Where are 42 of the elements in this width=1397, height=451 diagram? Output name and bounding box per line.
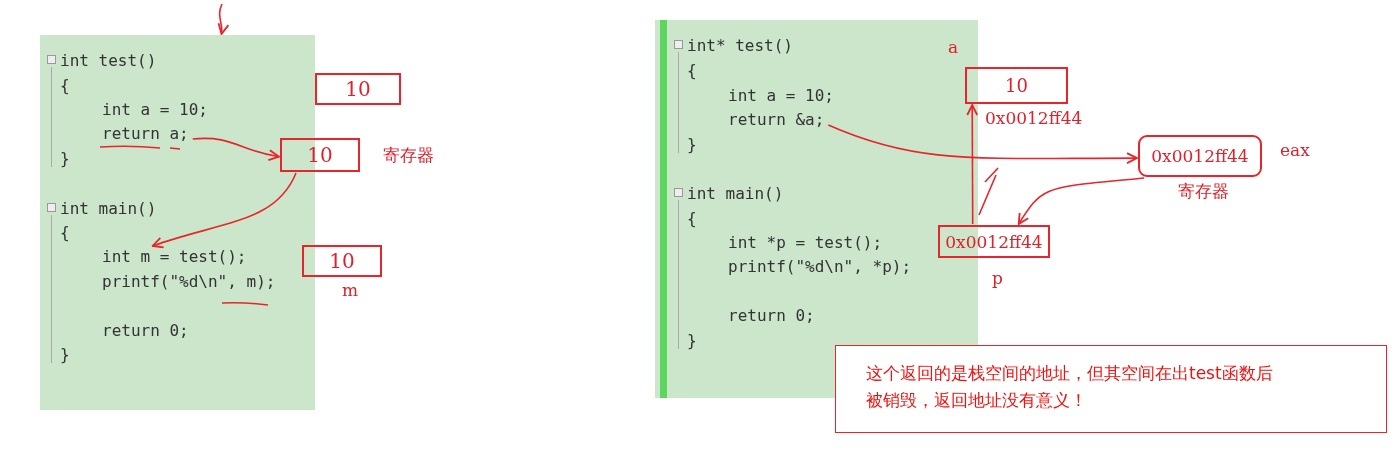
note-box: 这个返回的是栈空间的地址，但其空间在出test函数后被销毁，返回地址没有意义！ [835, 345, 1387, 433]
box-label: eax [1280, 140, 1310, 160]
code-line: { [687, 209, 697, 229]
code-line: int* test() [687, 36, 793, 56]
box-label: 寄存器 [1178, 180, 1229, 203]
box-label: p [992, 268, 1003, 288]
code-line: } [687, 135, 697, 155]
code-line: int m = test(); [102, 247, 247, 267]
code-line: int a = 10; [102, 100, 208, 120]
code-line: printf("%d\n", *p); [728, 257, 912, 277]
arrow [151, 172, 297, 249]
code-line: } [60, 149, 70, 169]
register-box: 0x0012ff44 [1138, 135, 1262, 177]
code-line: int a = 10; [728, 86, 834, 106]
code-line: int main() [60, 199, 157, 219]
code-line: } [60, 345, 70, 365]
code-line: { [687, 61, 697, 81]
code-line: return a; [102, 124, 189, 144]
value-box: 10 [302, 245, 382, 277]
code-line: return &a; [728, 110, 825, 130]
code-line: { [60, 76, 70, 96]
arrow [191, 137, 280, 161]
code-line: int test() [60, 51, 157, 71]
arrow [216, 3, 229, 35]
code-line: return 0; [728, 306, 815, 326]
register-box: 10 [280, 138, 360, 172]
box-label: a [948, 37, 959, 57]
box-label: m [342, 280, 359, 300]
arrow [1017, 177, 1145, 225]
code-line: printf("%d\n", m); [102, 272, 276, 292]
code-line: int *p = test(); [728, 233, 883, 253]
code-line: int main() [687, 184, 784, 204]
box-label: 0x0012ff44 [985, 108, 1083, 128]
box-label: 寄存器 [383, 144, 434, 167]
code-line: return 0; [102, 321, 189, 341]
arrow [966, 104, 979, 225]
value-box: 0x0012ff44 [938, 225, 1050, 258]
code-line: } [687, 331, 697, 351]
value-box: 10 [315, 73, 401, 105]
value-box: 10 [965, 67, 1068, 104]
code-line: { [60, 223, 70, 243]
arrow [827, 124, 1138, 165]
